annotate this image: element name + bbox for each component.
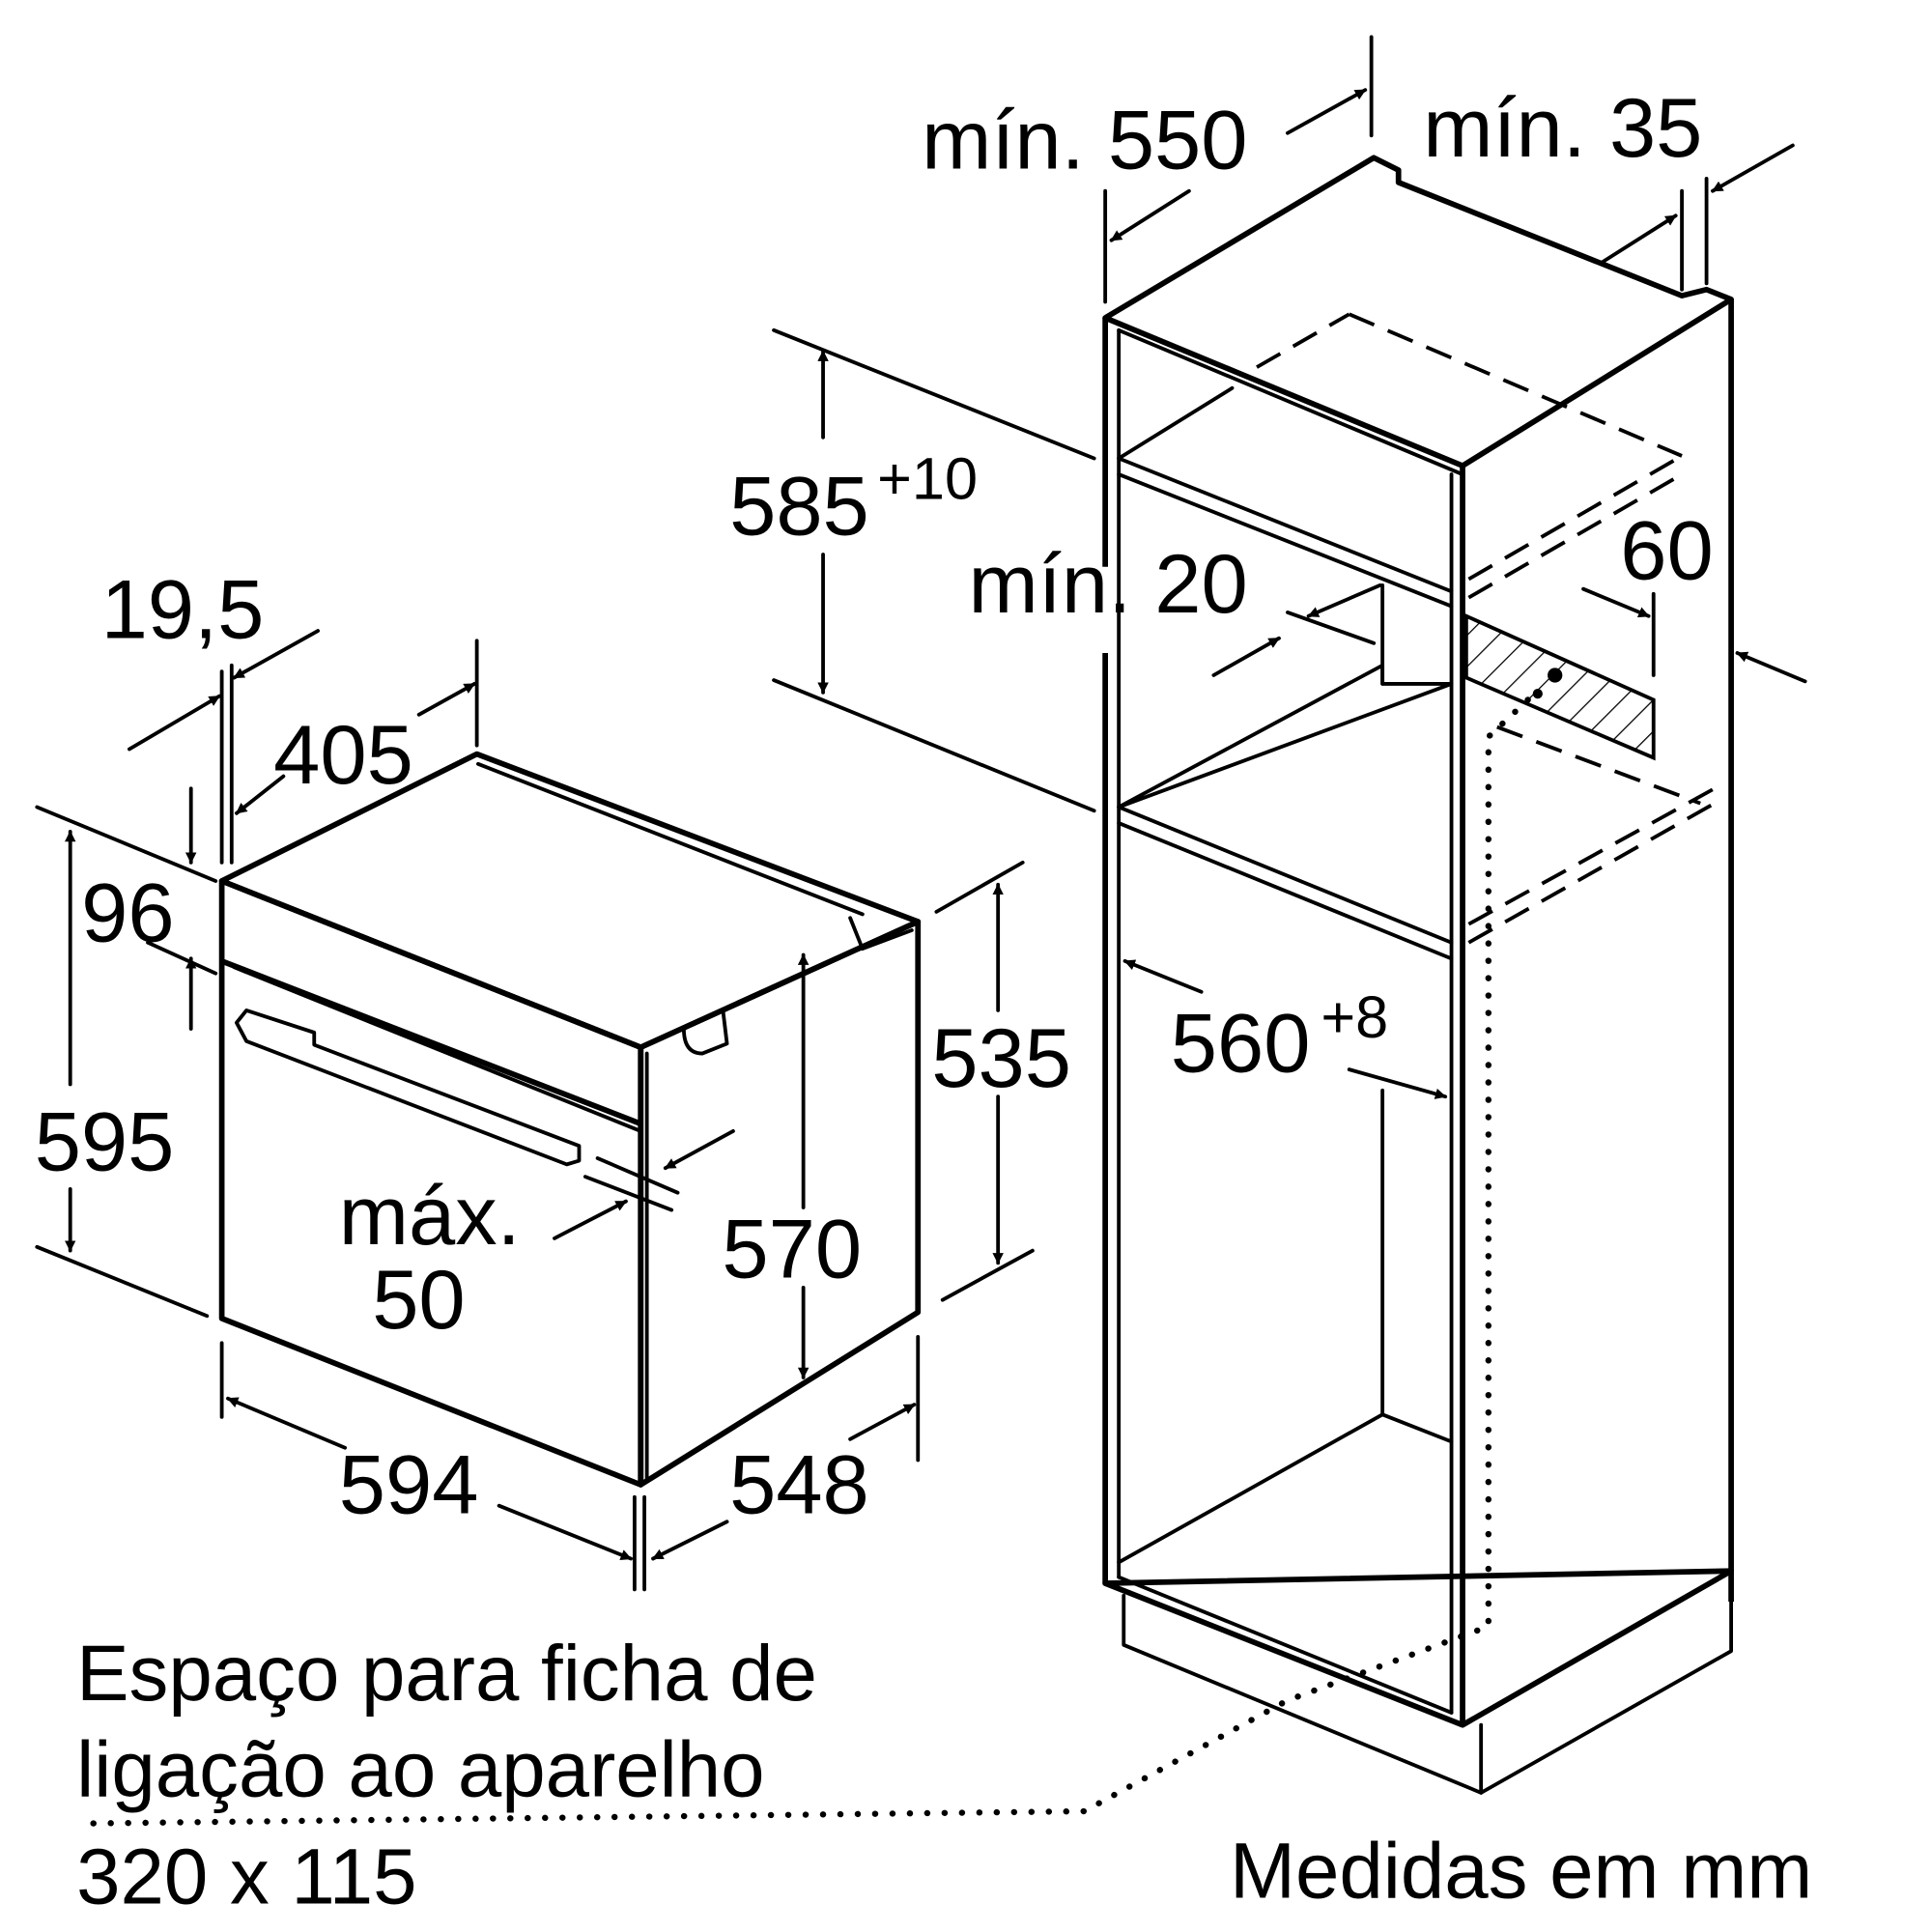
- oven-dimension-lines: [35, 629, 1035, 1592]
- dim-label-405: 405: [273, 708, 413, 802]
- plug-note-line3: 320 x 115: [76, 1833, 416, 1921]
- dim-label-594: 594: [339, 1437, 479, 1531]
- dim-label-50: 50: [372, 1253, 465, 1347]
- cabinet-drawing: [76, 155, 1734, 1827]
- dim-label-535: 535: [931, 1011, 1071, 1105]
- oven-drawing: [218, 751, 922, 1488]
- dim-label-585: 585: [729, 460, 869, 554]
- dim-label-min-35: mín. 35: [1423, 81, 1702, 175]
- dim-label-570: 570: [722, 1203, 862, 1296]
- dim-label-585-tolerance: +10: [877, 446, 978, 512]
- dim-label-560-tolerance: +8: [1321, 984, 1388, 1050]
- dim-label-560: 560: [1171, 997, 1311, 1091]
- dim-label-min-550: mín. 550: [922, 94, 1247, 187]
- units-note: Medidas em mm: [1230, 1827, 1812, 1915]
- dim-label-96: 96: [81, 866, 174, 959]
- dim-label-595: 595: [35, 1095, 175, 1189]
- dim-label-60: 60: [1620, 503, 1713, 597]
- plug-note-line2: ligação ao aparelho: [76, 1726, 765, 1814]
- dim-label-548: 548: [729, 1437, 869, 1531]
- dim-label-max: máx.: [339, 1169, 521, 1263]
- plug-note-line1: Espaço para ficha de: [76, 1630, 817, 1718]
- dim-label-19-5: 19,5: [101, 563, 265, 657]
- dim-label-min-20: mín. 20: [969, 537, 1248, 631]
- cabinet-dimension-lines: [772, 35, 1807, 1099]
